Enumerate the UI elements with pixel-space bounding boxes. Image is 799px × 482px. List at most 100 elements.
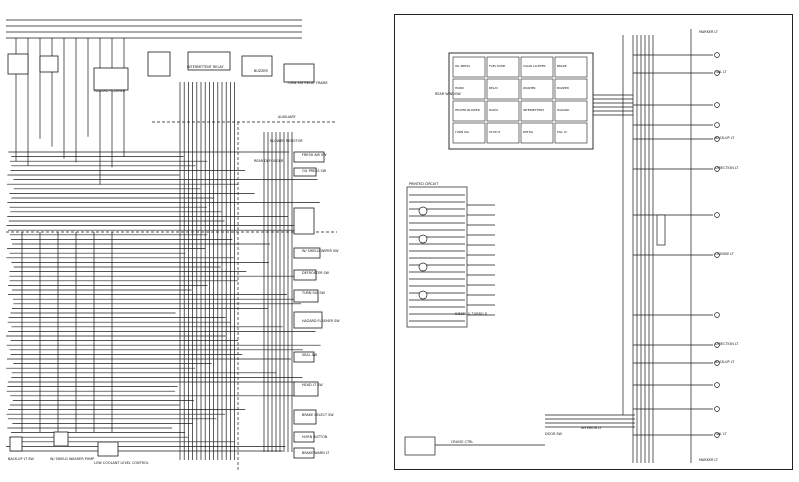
label-low-coolant: LOW COOLANT LEVEL CONTROL: [94, 461, 149, 465]
connector-block: [293, 381, 319, 397]
lamp-icon: [714, 342, 720, 348]
lamp-icon: [714, 212, 720, 218]
fuse-cell: [520, 122, 554, 144]
connector-block: [293, 269, 317, 281]
label-cruise: CRUISE CTRL: [451, 440, 473, 444]
left-schematic: HAZARD FLASHER INTERMITTENT RELAY BUZZER…: [6, 19, 340, 472]
component-box: [147, 51, 171, 77]
component-box: [93, 67, 129, 91]
fuse-cell: [554, 78, 588, 100]
label-rear-defogger: REAR DEFOGGER: [254, 159, 284, 163]
label-brake-warn: BRAKE WARN LT: [302, 451, 330, 455]
fuse-cell: [452, 78, 486, 100]
label-seal-sw: SEAL SW: [302, 353, 318, 357]
lamp-icon: [714, 102, 720, 108]
component-box: [283, 63, 315, 83]
connector-block: [293, 447, 315, 459]
label-turn-sig-relay: TURN SIG RELAY FRAME: [286, 81, 328, 85]
gauge-icon: [418, 206, 428, 216]
label-tail-lt-bottom: TAIL LT: [714, 432, 728, 436]
lamp-icon: [714, 406, 720, 412]
connector-block: [293, 431, 315, 443]
fuse-cell-label: DEFOG: [523, 130, 533, 134]
lamp-icon: [714, 166, 720, 172]
gauge-icon: [418, 234, 428, 244]
lamp-icon: [714, 382, 720, 388]
fuse-cell-label: TURN SIG: [454, 130, 469, 134]
fuse-cell: [520, 100, 554, 122]
label-wiper-sw: W/ SHIELD WIPER SW: [302, 249, 339, 253]
fuse-cell-label: OIL PRESS: [455, 64, 470, 68]
label-marker-lt-bottom: MARKER LT: [699, 458, 719, 462]
label-direction-lt: DIRECTION LT: [715, 166, 739, 170]
label-blower-resistor: BLOWER RESISTOR: [270, 139, 303, 143]
lamp-icon: [714, 136, 720, 142]
fuse-cell-label: BUZZER: [557, 86, 569, 90]
cruise-module: [404, 436, 436, 456]
fuse-cell-label: BRAKE: [557, 64, 567, 68]
fuse-cell-label: STOP LT: [489, 130, 501, 134]
connector-block: [293, 207, 315, 235]
label-head-lt-sw: HEAD LT SW: [302, 383, 323, 387]
label-horn-button: HORN BUTTON: [302, 435, 328, 439]
fuse-cell: [554, 100, 588, 122]
connector-block: [293, 351, 315, 363]
label-intermittent-relay: INTERMITTENT RELAY: [187, 65, 224, 69]
label-auxiliary: AUXILIARY: [278, 115, 296, 119]
label-oil-press: OIL PRESS SW: [302, 169, 327, 173]
label-interior-lt: INTERIOR LT: [581, 426, 603, 430]
lamp-icon: [714, 52, 720, 58]
fuse-cell: [554, 122, 588, 144]
fuse-cell: [554, 56, 588, 78]
fuse-cell: [486, 122, 520, 144]
fuse-cell-label: RELAY: [489, 86, 498, 90]
fuse-cell-label: WASHER: [523, 86, 536, 90]
fuse-cell-label: INTERMITTENT: [523, 108, 544, 112]
left-wiring-page: HAZARD FLASHER INTERMITTENT RELAY BUZZER…: [2, 12, 342, 478]
fuse-cell: [520, 78, 554, 100]
lamp-icon: [714, 70, 720, 76]
label-washer-pump: W/ SHIELD WASHER PUMP: [50, 457, 94, 461]
label-back-up-lt-2: BACK-UP LT: [715, 360, 735, 364]
fuse-cell: [452, 122, 486, 144]
lamp-icon: [714, 312, 720, 318]
component-box: [39, 55, 59, 73]
fuse-cell-label: HEATER BLOWER: [455, 108, 480, 112]
connector-block: [293, 247, 321, 259]
label-printed-circuit: PRINTED CIRCUIT: [409, 182, 439, 186]
lamp-icon: [714, 122, 720, 128]
fuse-cell: [520, 56, 554, 78]
fuse-cell-label: RADIO: [489, 108, 499, 112]
component-box: [7, 53, 29, 75]
connector-block: [293, 151, 325, 163]
label-turn-sig-sw: TURN SIG SW: [301, 291, 326, 295]
component-box: [241, 55, 273, 77]
label-rear-window: REAR WINDOW: [435, 92, 461, 96]
printed-circuit-box: [406, 186, 468, 328]
fuse-cell: [452, 56, 486, 78]
resistor: [656, 214, 666, 246]
label-hazard-flasher: HAZARD FLASHER: [94, 89, 126, 93]
gauge-icon: [418, 262, 428, 272]
label-diesel-turbo: DIESEL & TURBO D: [455, 312, 488, 316]
label-tail-lt-top: TAIL LT: [714, 70, 728, 74]
label-brake-switch: BRAKE SELECT SW: [302, 413, 334, 417]
lamp-icon: [714, 252, 720, 258]
label-back-up: BACK-UP LT SW: [8, 457, 34, 461]
pump-symbol: [53, 431, 69, 447]
lamp-icon: [714, 432, 720, 438]
connector-block: [293, 409, 317, 425]
fuse-cell-label: TAIL LT: [556, 130, 567, 134]
fuse-cell: [452, 100, 486, 122]
fuse-cell: [486, 56, 520, 78]
label-license-lt: LICENSE LT: [715, 252, 735, 256]
coolant-control-box: [97, 441, 119, 457]
fuse-cell: [486, 100, 520, 122]
connector-block: [293, 311, 323, 329]
fuse-cell-label: CIGAR LIGHTER: [523, 64, 546, 68]
label-direction-lt-2: DIRECTION LT: [715, 342, 739, 346]
label-buzzer: BUZZER: [254, 69, 269, 73]
